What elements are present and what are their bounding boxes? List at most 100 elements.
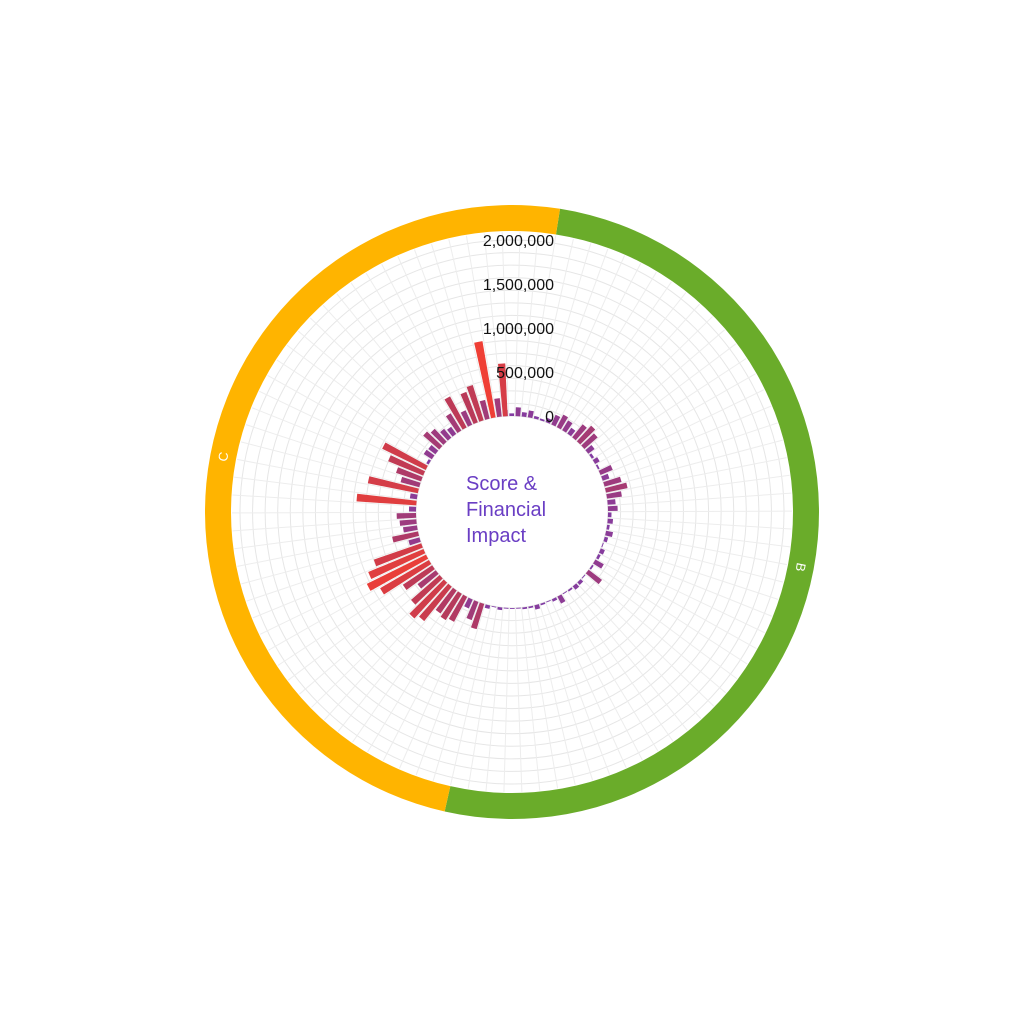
grid-spoke — [550, 255, 625, 425]
grid-spoke — [598, 552, 765, 634]
grid-spoke — [544, 248, 609, 422]
radial-tick-label: 0 — [545, 409, 554, 426]
grid-spoke — [606, 529, 788, 566]
grid-spoke — [514, 607, 523, 792]
bar — [408, 506, 417, 512]
grid-spoke — [571, 586, 688, 731]
grid-spoke — [566, 590, 674, 742]
group-labels: BC — [215, 451, 809, 573]
chart-grid — [231, 232, 793, 792]
chart-title-line: Impact — [466, 525, 526, 547]
grid-spoke — [532, 238, 574, 419]
grid-spoke — [539, 603, 594, 781]
bar — [527, 410, 534, 419]
bar — [417, 570, 439, 589]
grid-spoke — [584, 573, 727, 694]
grid-circle — [239, 239, 785, 785]
bar — [368, 548, 426, 579]
grid-spoke — [399, 599, 474, 769]
chart-title-line: Financial — [466, 499, 546, 521]
grid-spoke — [514, 232, 521, 417]
bar — [589, 564, 594, 570]
grid-spoke — [251, 407, 424, 477]
bar — [402, 525, 418, 533]
bar — [585, 444, 595, 454]
grid-spoke — [521, 607, 541, 791]
bar — [435, 587, 457, 614]
bar — [423, 431, 443, 450]
grid-spoke — [604, 535, 784, 583]
bar — [494, 398, 502, 418]
bar — [444, 396, 467, 430]
bar — [380, 560, 432, 595]
grid-spoke — [382, 597, 469, 761]
grid-circle — [252, 252, 772, 772]
grid-spoke — [592, 358, 747, 460]
grid-spoke — [584, 329, 725, 450]
radial-tick-label: 500,000 — [496, 365, 554, 382]
bar — [428, 444, 439, 455]
bar — [607, 499, 616, 505]
grid-spoke — [336, 293, 453, 438]
grid-spoke — [600, 547, 773, 617]
bar — [411, 575, 443, 605]
bar — [430, 428, 447, 445]
grid-spoke — [604, 439, 783, 488]
grid-spoke — [595, 558, 757, 650]
grid-spoke — [267, 374, 429, 466]
grid-spoke — [595, 373, 756, 466]
grid-spoke — [232, 517, 417, 532]
grid-spoke — [268, 558, 429, 651]
bar — [539, 418, 545, 422]
group-label-c: C — [215, 451, 231, 463]
grid-spoke — [607, 517, 792, 530]
bar — [464, 597, 473, 609]
bar — [576, 425, 596, 445]
bar — [581, 574, 586, 579]
grid-spoke — [277, 564, 432, 666]
bar — [528, 605, 534, 609]
grid-spoke — [309, 317, 444, 446]
bar — [440, 591, 462, 621]
grid-spoke — [580, 578, 715, 707]
bar — [522, 606, 528, 610]
grid-circle — [314, 314, 710, 710]
bar — [402, 565, 435, 590]
bar — [447, 426, 457, 437]
bar — [367, 476, 419, 494]
grid-spoke — [448, 239, 491, 419]
bar — [445, 413, 462, 434]
grid-spoke — [527, 606, 559, 789]
bar — [540, 602, 546, 606]
grid-spoke — [245, 424, 421, 483]
grid-spoke — [430, 243, 485, 421]
grid-spoke — [322, 304, 448, 442]
bar — [595, 464, 600, 470]
bar — [423, 449, 435, 460]
bar — [515, 407, 521, 417]
bar — [606, 524, 610, 530]
bar — [466, 384, 484, 422]
bar — [497, 606, 503, 611]
bar — [546, 599, 551, 603]
grid-spoke — [259, 553, 426, 635]
grid-spoke — [240, 441, 420, 489]
grid-spoke — [602, 422, 778, 482]
grid-spoke — [413, 249, 480, 423]
grid-spoke — [607, 492, 792, 507]
bar — [388, 455, 426, 476]
bar — [373, 543, 423, 567]
grid-spoke — [237, 530, 418, 567]
radial-tick-label: 2,000,000 — [483, 233, 554, 250]
grid-spoke — [576, 582, 702, 720]
bar — [596, 554, 601, 560]
bar — [479, 399, 490, 420]
bar — [470, 602, 485, 630]
radial-tick-label: 1,500,000 — [483, 277, 554, 294]
grid-spoke — [555, 263, 642, 427]
bar — [534, 604, 541, 610]
bar — [603, 476, 622, 487]
grid-circle — [327, 327, 697, 697]
bar — [601, 473, 610, 481]
